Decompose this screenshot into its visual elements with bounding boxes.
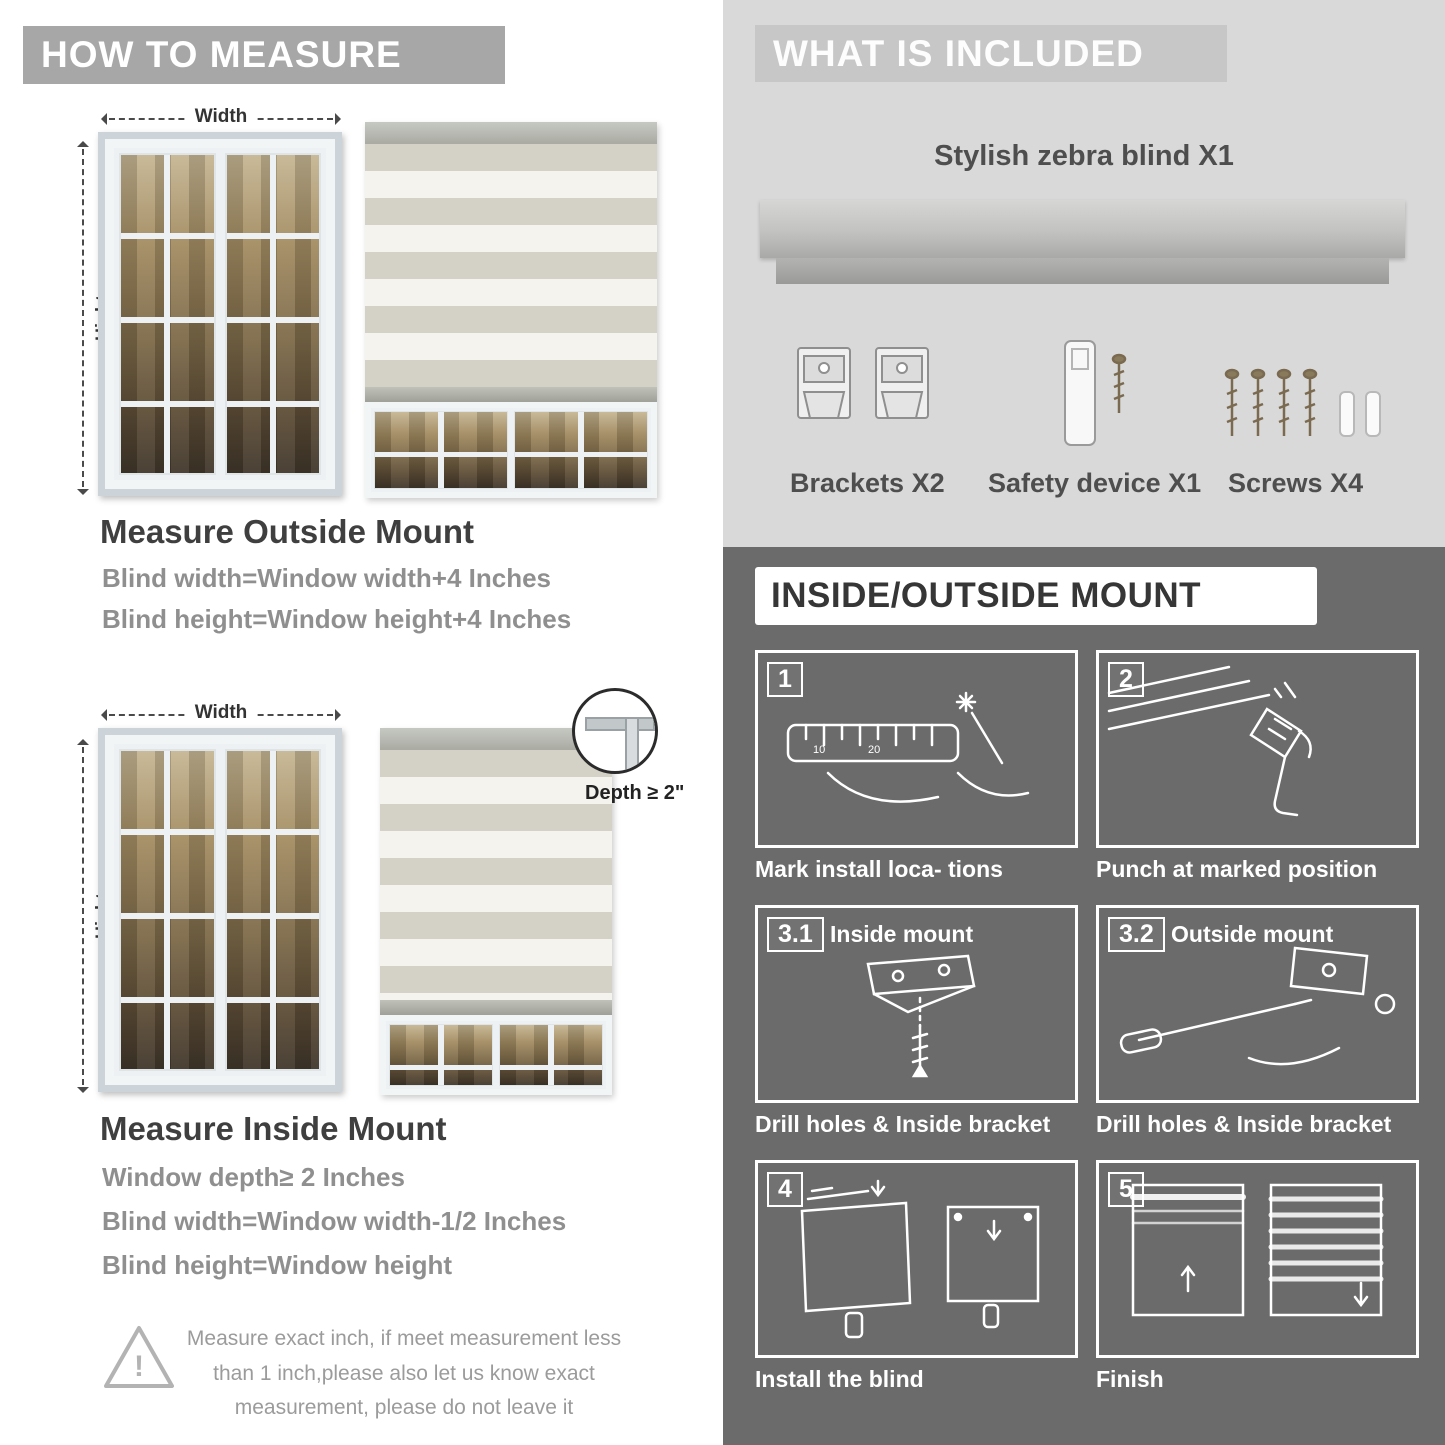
step-inline-label: Outside mount <box>1171 921 1334 947</box>
window-sash <box>224 749 321 1071</box>
width-arrow-outside: Width <box>101 106 341 128</box>
arrowhead-left-icon <box>101 113 107 125</box>
drill-illustration <box>1099 653 1416 845</box>
blind-valance-illustration <box>776 258 1389 284</box>
blind-headrail-illustration <box>760 200 1405 258</box>
arrowhead-up-icon <box>77 739 89 745</box>
blind-headrail <box>380 728 612 750</box>
zebra-blind-inside <box>380 728 612 1095</box>
inside-outside-mount-header: INSIDE/OUTSIDE MOUNT <box>755 567 1317 625</box>
blind-headrail <box>365 122 657 144</box>
outside-mount-line1: Blind width=Window width+4 Inches <box>102 563 551 593</box>
arrowhead-left-icon <box>101 709 107 721</box>
outside-mount-line2: Blind height=Window height+4 Inches <box>102 604 572 634</box>
mount-step-2: 2 Punch at marked position <box>1096 650 1419 883</box>
window-photo-inside <box>98 728 342 1092</box>
brackets-label: Brackets X2 <box>790 468 945 498</box>
step-number: 4 <box>767 1172 803 1207</box>
mount-step-5: 5 Finish <box>1096 1160 1419 1393</box>
step-number: 5 <box>1108 1172 1144 1207</box>
install-blind-illustration <box>758 1163 1075 1355</box>
svg-text:20: 20 <box>868 744 880 756</box>
step-caption: Punch at marked position <box>1096 856 1378 882</box>
inside-mount-title: Measure Inside Mount <box>100 1110 447 1147</box>
step-caption: Mark install loca- tions <box>755 856 1003 882</box>
width-arrow-inside: Width <box>101 702 341 724</box>
arrowhead-down-icon <box>77 489 89 495</box>
depth-detail-circle <box>572 688 658 774</box>
window-photo-outside <box>98 132 342 496</box>
blind-bottomrail <box>380 1000 612 1015</box>
finish-blinds-illustration <box>1099 1163 1416 1355</box>
inside-mount-line1: Window depth≥ 2 Inches <box>102 1162 405 1192</box>
blind-stripes <box>365 144 657 387</box>
mount-step-3-1: 3.1 Inside mount Drill holes & Inside br… <box>755 905 1078 1138</box>
svg-text:10: 10 <box>813 744 825 756</box>
width-label: Width <box>185 106 257 128</box>
height-arrow-outside: Hight <box>76 141 114 495</box>
step-caption: Install the blind <box>755 1366 924 1392</box>
svg-text:!: ! <box>134 1350 144 1383</box>
brackets-icon <box>790 340 940 450</box>
width-label: Width <box>185 702 257 724</box>
step-inline-label: Inside mount <box>830 921 974 947</box>
blind-stripes <box>380 750 612 1000</box>
warning-text: Measure exact inch, if meet measurement … <box>186 1327 622 1420</box>
outside-mount-title: Measure Outside Mount <box>100 513 475 550</box>
step-caption: Drill holes & Inside bracket <box>1096 1111 1392 1137</box>
zebra-blind-outside <box>365 122 657 498</box>
mount-step-4: 4 Install the blind <box>755 1160 1078 1393</box>
step-caption: Drill holes & Inside bracket <box>755 1111 1051 1137</box>
height-arrow-inside: Hight <box>76 739 114 1093</box>
step-number: 2 <box>1108 662 1144 697</box>
ruler-mark-illustration: 10 20 <box>758 653 1075 845</box>
mount-steps-grid: 10 20 1 Mark install loca- tions <box>755 650 1419 1393</box>
depth-label: Depth ≥ 2" <box>585 782 685 804</box>
what-is-included-header: WHAT IS INCLUDED <box>755 25 1227 82</box>
mount-step-3-2: 3.2 Outside mount Drill holes & Inside b… <box>1096 905 1419 1138</box>
blind-bottomrail <box>365 387 657 402</box>
window-sash <box>119 749 216 1071</box>
safety-device-label: Safety device X1 <box>988 468 1202 498</box>
outside-bracket-illustration <box>1099 908 1416 1100</box>
warning-icon: ! <box>100 1322 178 1394</box>
arrowhead-right-icon <box>335 113 341 125</box>
screws-label: Screws X4 <box>1228 468 1364 498</box>
step-number: 3.2 <box>1108 917 1165 952</box>
step-caption: Finish <box>1096 1366 1164 1392</box>
step-number: 1 <box>767 662 803 697</box>
product-name: Stylish zebra blind X1 <box>934 140 1234 172</box>
step-number: 3.1 <box>767 917 824 952</box>
inside-mount-line3: Blind height=Window height <box>102 1250 452 1280</box>
window-below-blind <box>365 402 657 498</box>
window-sash <box>119 153 216 475</box>
arrowhead-down-icon <box>77 1087 89 1093</box>
mount-step-1: 10 20 1 Mark install loca- tions <box>755 650 1078 883</box>
window-below-blind <box>380 1015 612 1095</box>
safety-device-icon <box>1055 335 1165 455</box>
inside-bracket-illustration <box>758 908 1075 1100</box>
window-sash <box>224 153 321 475</box>
inside-mount-line2: Blind width=Window width-1/2 Inches <box>102 1206 567 1236</box>
screws-icon <box>1218 360 1408 460</box>
arrowhead-up-icon <box>77 141 89 147</box>
arrowhead-right-icon <box>335 709 341 721</box>
how-to-measure-header: HOW TO MEASURE <box>23 26 505 84</box>
